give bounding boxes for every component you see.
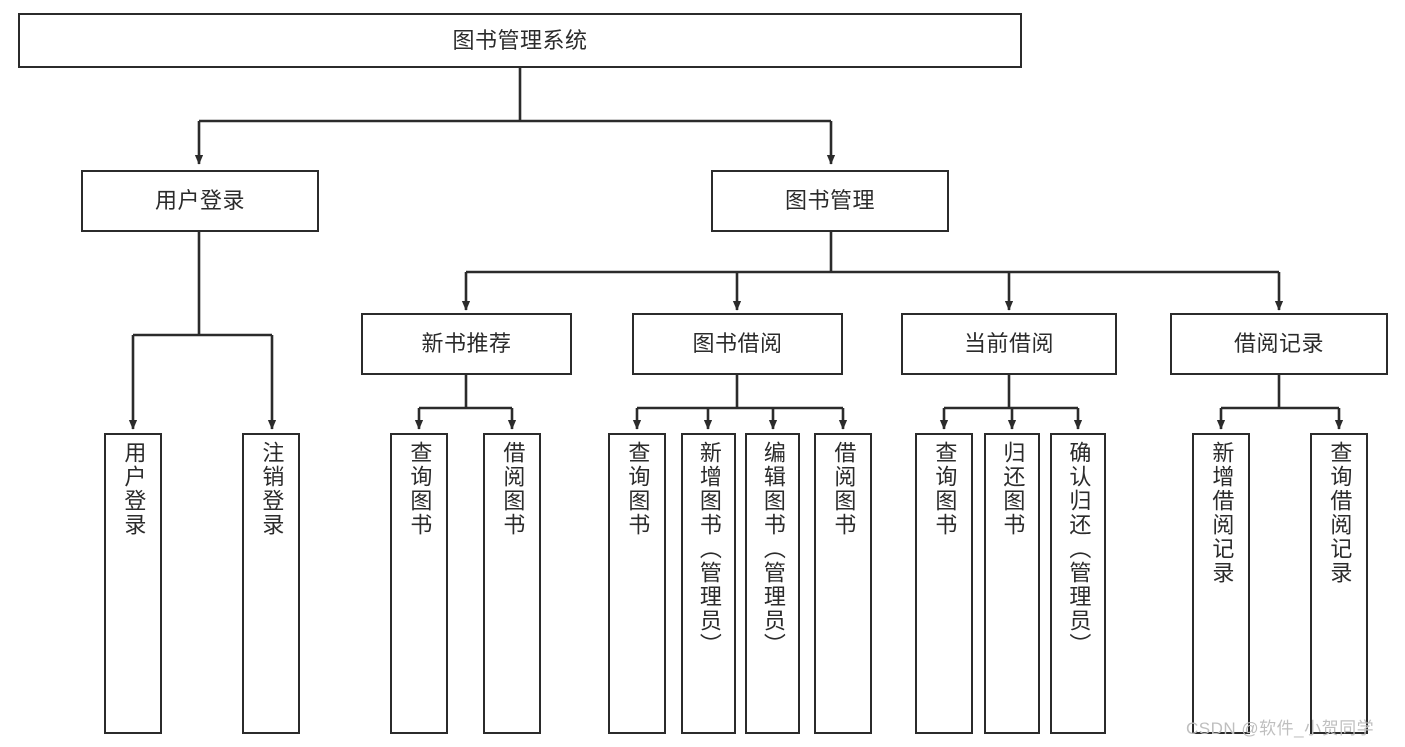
leaf-add-borrow-record[interactable]: 新增借阅记录 xyxy=(1192,433,1250,734)
leaf-query-borrow-record[interactable]: 查询借阅记录 xyxy=(1310,433,1368,734)
node-book-borrow[interactable]: 图书借阅 xyxy=(632,313,843,375)
leaf-add-book-admin-label: 新增图书（管理员） xyxy=(696,441,722,657)
leaf-query-book-recommend[interactable]: 查询图书 xyxy=(390,433,448,734)
node-new-book-recommend-label: 新书推荐 xyxy=(421,331,512,357)
leaf-confirm-return-admin[interactable]: 确认归还（管理员） xyxy=(1050,433,1106,734)
node-new-book-recommend[interactable]: 新书推荐 xyxy=(361,313,572,375)
leaf-borrow-book-recommend-label: 借阅图书 xyxy=(500,441,526,537)
leaf-query-borrow-record-label: 查询借阅记录 xyxy=(1327,441,1353,585)
leaf-query-book-borrow[interactable]: 查询图书 xyxy=(608,433,666,734)
leaf-edit-book-admin[interactable]: 编辑图书（管理员） xyxy=(745,433,800,734)
leaf-add-borrow-record-label: 新增借阅记录 xyxy=(1209,441,1235,585)
leaf-borrow-book[interactable]: 借阅图书 xyxy=(814,433,872,734)
node-current-borrow-label: 当前借阅 xyxy=(963,331,1054,357)
node-book-management-label: 图书管理 xyxy=(784,188,875,214)
node-user-login[interactable]: 用户登录 xyxy=(81,170,319,232)
leaf-edit-book-admin-label: 编辑图书（管理员） xyxy=(760,441,786,657)
leaf-query-book-borrow-label: 查询图书 xyxy=(625,441,651,537)
leaf-user-login-label: 用户登录 xyxy=(121,441,147,537)
node-book-borrow-label: 图书借阅 xyxy=(692,331,783,357)
node-root-label: 图书管理系统 xyxy=(452,27,588,53)
leaf-return-book-label: 归还图书 xyxy=(1000,441,1026,537)
node-borrow-record-label: 借阅记录 xyxy=(1233,331,1324,357)
leaf-confirm-return-admin-label: 确认归还（管理员） xyxy=(1066,441,1092,657)
leaf-query-book-recommend-label: 查询图书 xyxy=(407,441,433,537)
node-user-login-label: 用户登录 xyxy=(154,188,245,214)
node-current-borrow[interactable]: 当前借阅 xyxy=(901,313,1117,375)
node-book-management[interactable]: 图书管理 xyxy=(711,170,949,232)
node-root[interactable]: 图书管理系统 xyxy=(18,13,1022,68)
leaf-logout[interactable]: 注销登录 xyxy=(242,433,300,734)
leaf-user-login[interactable]: 用户登录 xyxy=(104,433,162,734)
node-borrow-record[interactable]: 借阅记录 xyxy=(1170,313,1388,375)
leaf-add-book-admin[interactable]: 新增图书（管理员） xyxy=(681,433,736,734)
leaf-query-book-current-label: 查询图书 xyxy=(932,441,958,537)
leaf-borrow-book-recommend[interactable]: 借阅图书 xyxy=(483,433,541,734)
leaf-return-book[interactable]: 归还图书 xyxy=(984,433,1040,734)
leaf-borrow-book-label: 借阅图书 xyxy=(831,441,857,537)
leaf-logout-label: 注销登录 xyxy=(259,441,285,537)
leaf-query-book-current[interactable]: 查询图书 xyxy=(915,433,973,734)
